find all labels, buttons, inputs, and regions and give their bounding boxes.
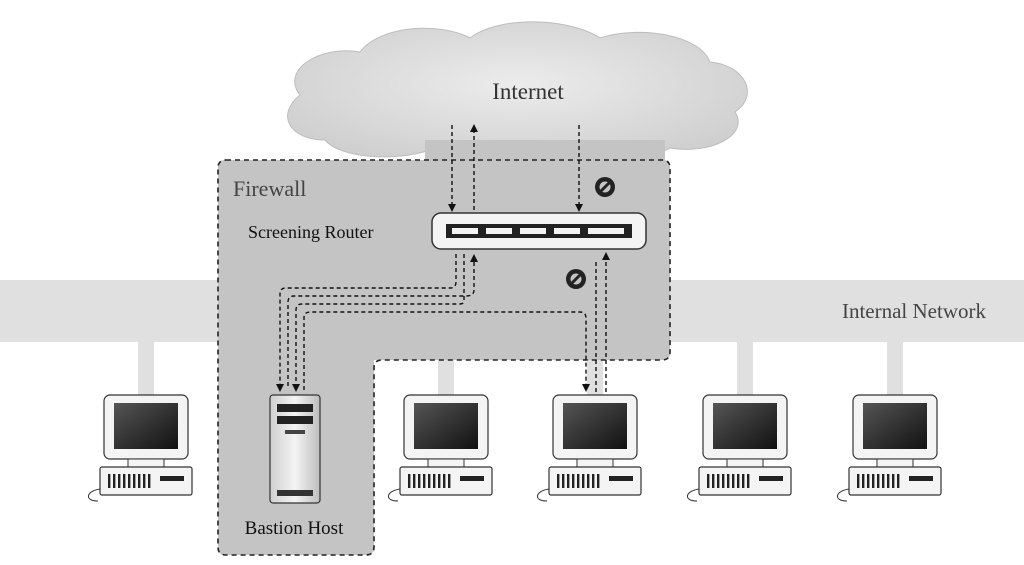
- cloud-icon: [287, 21, 748, 161]
- internal-network-label: Internal Network: [842, 299, 987, 323]
- route-bastion-to-workstation: [303, 311, 590, 392]
- traffic-arrows: [276, 124, 610, 392]
- router-icon: [431, 212, 647, 250]
- computer-icon: [388, 394, 493, 502]
- bastion-host-label: Bastion Host: [245, 518, 344, 539]
- route-bastion-to-router: [287, 254, 478, 386]
- computer-icon: [537, 394, 642, 502]
- route-router-to-bastion-outer: [276, 254, 457, 392]
- internet-link-column: [425, 140, 665, 170]
- server-icon: [269, 394, 321, 504]
- firewall-label: Firewall: [233, 176, 306, 201]
- computer-icon: [837, 394, 942, 502]
- computer-icon: [88, 394, 193, 502]
- computer-icon: [687, 394, 792, 502]
- blocked-icon: [566, 269, 586, 289]
- internet-label: Internet: [492, 79, 564, 104]
- blocked-icon: [595, 177, 615, 197]
- firewall-boundary: [217, 159, 671, 556]
- screening-router-label: Screening Router: [248, 222, 373, 242]
- route-router-to-bastion-inner: [292, 254, 465, 392]
